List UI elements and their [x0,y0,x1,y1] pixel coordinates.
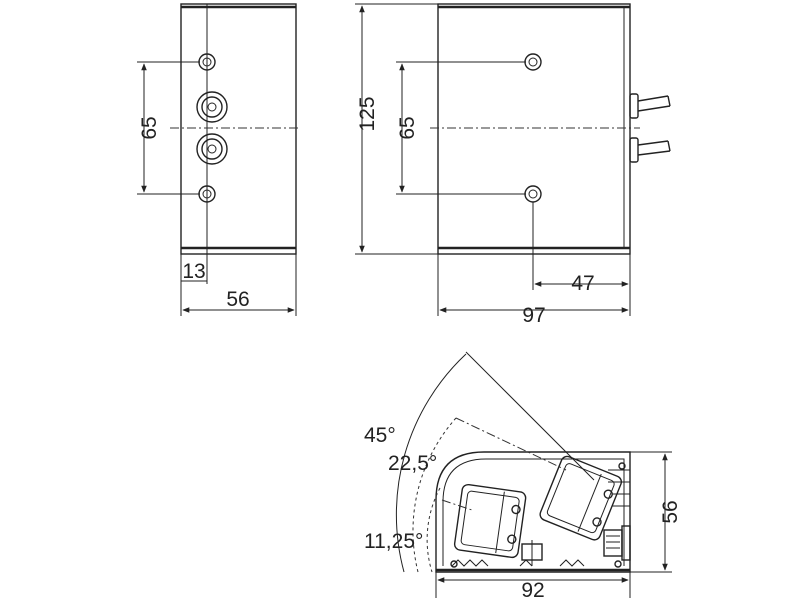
dim-label-65-side: 65 [138,116,161,139]
top-view-bolt [521,540,543,566]
top-view-screw [450,560,458,568]
screw-hole-bottom [524,185,542,203]
top-view-housing-inner [442,458,625,566]
dim-label-65-front: 65 [396,116,419,139]
swing-arc-22 [412,417,457,573]
angle-ray-11 [441,499,473,511]
front-view-body [437,3,631,255]
cable-gland-lower [629,137,671,163]
side-view-body [180,3,297,255]
connector-upper [196,91,228,123]
angle-label-45: 45° [364,424,396,447]
top-view-base-teeth [451,559,585,567]
angle-label-22-5: 22,5° [388,452,437,475]
side-view: 65 13 56 [137,3,298,316]
angle-ray-45 [465,351,595,481]
screw-hole-top [524,53,542,71]
connector-lower [196,133,228,165]
angle-label-11-25: 11,25° [364,530,423,553]
angle-ray-22 [455,417,567,471]
cable-gland-upper [629,93,671,119]
front-view: 125 65 47 97 [355,3,671,327]
top-view-side-connector [603,469,631,561]
dim-label-13: 13 [182,260,205,283]
dim-label-47: 47 [571,272,594,295]
top-view-screw [618,462,626,470]
top-view-screw [614,560,622,568]
dim-label-97: 97 [522,304,545,327]
dim-label-125: 125 [356,96,379,131]
swing-arc-11 [426,487,441,573]
swing-arc-45 [395,353,467,573]
lamp-head-tilted [539,455,623,541]
dim-label-56-side: 56 [226,288,249,311]
top-view: 45° 22,5° 11,25° 56 92 [364,351,682,600]
dim-label-56-top: 56 [659,500,682,523]
lamp-head-lower [453,483,527,559]
dim-label-92: 92 [521,579,544,600]
top-view-housing [435,451,631,573]
